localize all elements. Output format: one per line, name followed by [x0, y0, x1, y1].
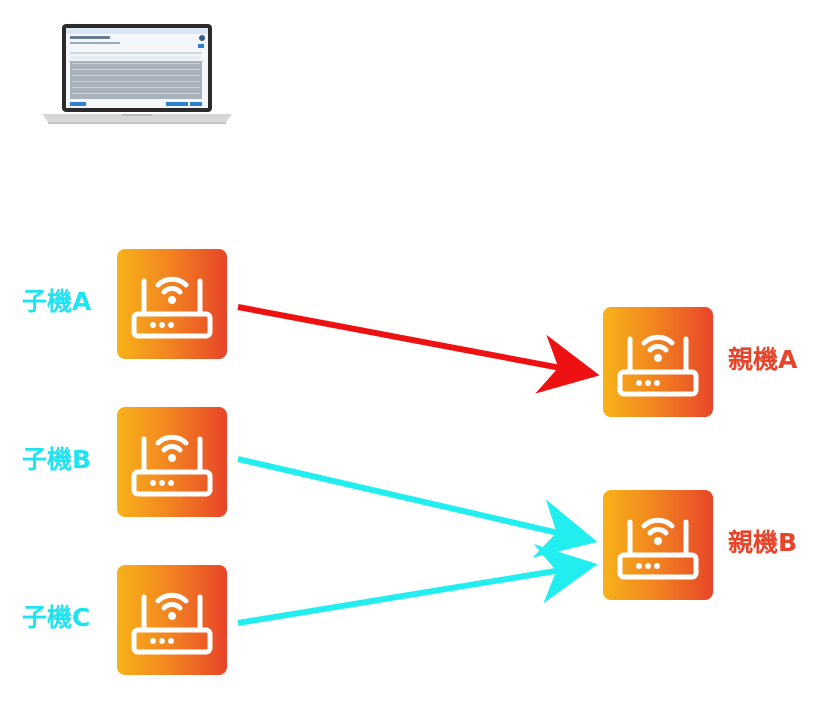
- router-child-a: [117, 249, 227, 359]
- link-child-c-parent-b: [237, 544, 598, 626]
- label-child-b: 子機B: [22, 445, 92, 474]
- router-parent-a: [603, 307, 713, 417]
- wifi-router-icon: [131, 592, 213, 655]
- label-child-c: 子機C: [22, 603, 91, 632]
- router-parent-b: [603, 490, 713, 600]
- label-child-a: 子機A: [22, 287, 92, 316]
- router-child-c: [117, 565, 227, 675]
- label-parent-b: 親機B: [728, 528, 798, 557]
- label-parent-a: 親機A: [728, 345, 798, 374]
- wifi-router-icon: [131, 276, 213, 339]
- link-child-a-parent-a: [237, 304, 600, 394]
- laptop-icon: [42, 22, 232, 126]
- wifi-router-icon: [617, 334, 699, 397]
- router-child-b: [117, 407, 227, 517]
- link-child-b-parent-b: [237, 456, 598, 558]
- wifi-router-icon: [617, 517, 699, 580]
- wifi-router-icon: [131, 434, 213, 497]
